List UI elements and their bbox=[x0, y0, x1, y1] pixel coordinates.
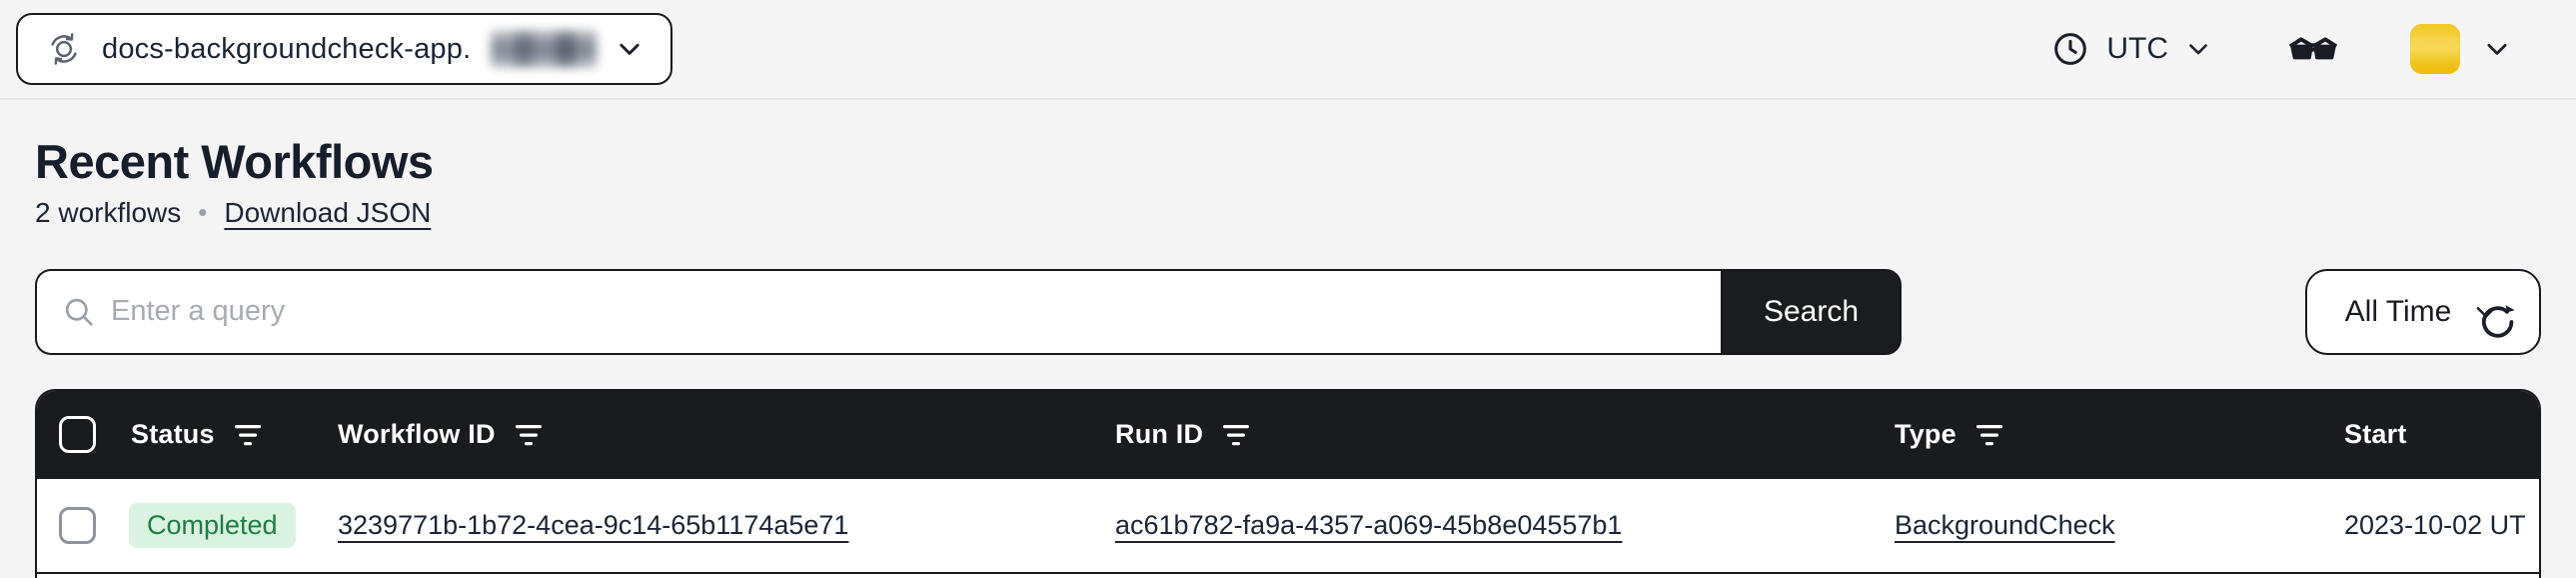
namespace-label: docs-backgroundcheck-app. bbox=[102, 32, 472, 65]
row-cell-status: Completed bbox=[123, 502, 338, 548]
topbar-right-cluster: UTC bbox=[2050, 24, 2512, 74]
timezone-label: UTC bbox=[2106, 32, 2168, 65]
start-time: 2023-10-02 UT bbox=[2344, 509, 2526, 540]
dot-separator: • bbox=[198, 197, 208, 228]
column-label: Workflow ID bbox=[338, 419, 496, 450]
row-cell-workflow-id: 3239771b-1b72-4cea-9c14-65b1174a5e71 bbox=[338, 510, 1115, 541]
chevron-down-icon bbox=[615, 34, 644, 64]
search-row: Search All Time bbox=[35, 268, 2541, 355]
page-title: Recent Workflows bbox=[35, 135, 434, 188]
header-cell-start: Start bbox=[2344, 419, 2539, 450]
top-bar: docs-backgroundcheck-app. UTC bbox=[0, 0, 2576, 100]
chevron-down-icon bbox=[2482, 34, 2512, 64]
column-label: Type bbox=[1895, 419, 1956, 450]
run-id-link[interactable]: ac61b782-fa9a-4357-a069-45b8e04557b1 bbox=[1115, 509, 1623, 540]
query-group: Search bbox=[35, 268, 1902, 355]
header-cell-workflow-id: Workflow ID bbox=[338, 419, 1115, 450]
status-badge: Completed bbox=[129, 502, 296, 548]
query-input[interactable] bbox=[35, 268, 1721, 355]
row-cell-type: BackgroundCheck bbox=[1895, 510, 2344, 541]
search-icon bbox=[61, 294, 97, 330]
namespace-switch-icon bbox=[44, 29, 84, 69]
avatar bbox=[2410, 24, 2460, 74]
user-menu[interactable] bbox=[2410, 24, 2512, 74]
header-cell-select bbox=[37, 416, 123, 454]
column-label: Start bbox=[2344, 419, 2407, 450]
timezone-selector[interactable]: UTC bbox=[2050, 29, 2212, 69]
search-button[interactable]: Search bbox=[1721, 268, 1902, 355]
column-label: Status bbox=[131, 419, 215, 450]
row-cell-run-id: ac61b782-fa9a-4357-a069-45b8e04557b1 bbox=[1115, 510, 1895, 541]
select-all-checkbox[interactable] bbox=[59, 416, 96, 454]
row-cell-start: 2023-10-02 UT bbox=[2344, 510, 2539, 541]
filter-icon[interactable] bbox=[514, 421, 544, 449]
workflows-table: Status Workflow ID bbox=[35, 388, 2541, 578]
row-cell-select bbox=[37, 506, 123, 544]
time-filter-label: All Time bbox=[2344, 294, 2452, 328]
workflow-count: 2 workflows bbox=[35, 196, 182, 228]
labs-glasses-icon[interactable] bbox=[2286, 27, 2340, 71]
chevron-down-icon bbox=[2184, 35, 2212, 63]
workflow-meta-row: 2 workflows • Download JSON bbox=[35, 197, 2541, 229]
header-cell-run-id: Run ID bbox=[1115, 419, 1895, 450]
header-cell-type: Type bbox=[1895, 419, 2344, 450]
table-row[interactable]: Completed 3239771b-1b72-4cea-9c14-65b117… bbox=[37, 478, 2539, 574]
filter-icon[interactable] bbox=[1221, 421, 1251, 449]
clock-icon bbox=[2050, 29, 2090, 69]
column-label: Run ID bbox=[1115, 419, 1204, 450]
namespace-selector[interactable]: docs-backgroundcheck-app. bbox=[16, 13, 673, 85]
filter-icon[interactable] bbox=[1974, 421, 2004, 449]
workflow-type-link[interactable]: BackgroundCheck bbox=[1895, 509, 2115, 540]
header-cell-status: Status bbox=[123, 419, 338, 450]
filter-icon[interactable] bbox=[233, 421, 263, 449]
time-filter-dropdown[interactable]: All Time bbox=[2305, 268, 2541, 355]
namespace-redacted-value bbox=[491, 31, 598, 67]
workflow-id-link[interactable]: 3239771b-1b72-4cea-9c14-65b1174a5e71 bbox=[338, 509, 849, 540]
refresh-button[interactable] bbox=[2472, 296, 2524, 348]
table-header-row: Status Workflow ID bbox=[37, 390, 2539, 479]
main-content: Recent Workflows 2 workflows • Download … bbox=[0, 136, 2576, 578]
download-json-link[interactable]: Download JSON bbox=[224, 196, 432, 228]
row-checkbox[interactable] bbox=[59, 506, 96, 544]
